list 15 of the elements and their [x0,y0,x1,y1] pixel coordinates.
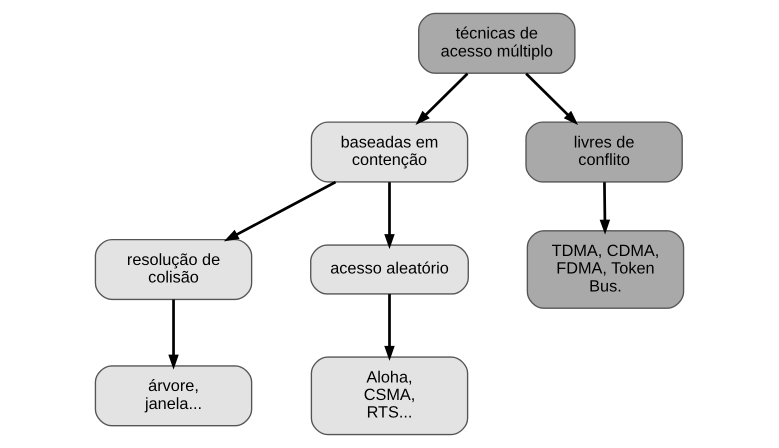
arrow [416,72,468,125]
arrow [600,182,610,235]
arrow [525,72,578,125]
node-box: livres de conflito [525,121,683,183]
arrow [384,294,395,361]
arrow [384,182,395,250]
node-box: acesso aleatório [310,244,469,295]
node-box: resolução de colisão [94,238,252,300]
node-box: TDMA, CDMA, FDMA, Token Bus. [526,230,684,309]
node-box: árvore, janela... [94,365,252,426]
node-box: Aloha, CSMA, RTS... [310,356,468,436]
node-box: baseadas em contenção [310,121,468,183]
arrow [224,180,336,242]
node-box: técnicas de acesso múltiplo [418,12,576,74]
arrow [168,300,179,370]
